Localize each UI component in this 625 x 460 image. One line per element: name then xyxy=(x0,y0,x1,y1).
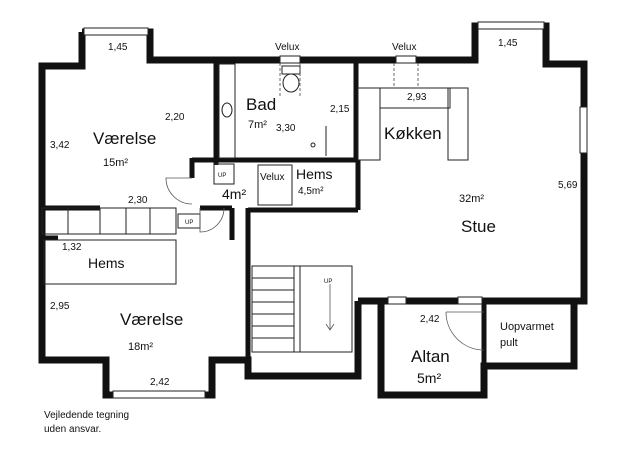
bathroom-fixtures xyxy=(218,63,327,159)
dim-window-top-left: 1,45 xyxy=(108,42,128,53)
room-name-uopvarmet-1: Uopvarmet xyxy=(500,321,554,333)
interior-walls xyxy=(42,60,487,376)
dim-bad-mid: 3,30 xyxy=(276,123,296,134)
velux-label-hall: Velux xyxy=(260,172,284,183)
dim-vaerelse-left: 3,42 xyxy=(50,140,70,151)
drain-icon xyxy=(310,142,316,148)
dim-vaerelse2-left: 2,95 xyxy=(50,301,70,312)
room-name-stue: Stue xyxy=(461,217,496,236)
door-vaerelse-top xyxy=(165,177,193,205)
room-labels: Værelse 15m² Bad 7m² 4m² Hems 4,5m² Køkk… xyxy=(88,95,554,386)
window-top-left xyxy=(83,27,149,36)
staircase: UP xyxy=(251,265,353,353)
toilet-icon xyxy=(282,73,300,93)
up-marker-2: UP xyxy=(185,220,193,226)
doors xyxy=(165,177,485,351)
sink-icon xyxy=(221,102,233,118)
room-name-vaerelse-top: Værelse xyxy=(93,129,156,148)
velux-label-bad: Velux xyxy=(275,42,299,53)
closet-strip xyxy=(41,207,177,235)
room-area-vaerelse-bottom: 18m² xyxy=(128,341,153,353)
window-stue-bottom-left xyxy=(387,296,407,305)
kitchen-unit xyxy=(357,87,381,161)
note-line-2: uden ansvar. xyxy=(44,424,101,435)
velux-hall-box xyxy=(257,164,293,206)
door-altan xyxy=(445,311,485,351)
up-marker-1: UP xyxy=(218,173,226,179)
kitchen-fixtures xyxy=(357,63,469,161)
dim-hems-left: 1,32 xyxy=(62,242,82,253)
dim-altan-top: 2,42 xyxy=(420,314,440,325)
dim-stue-right: 5,69 xyxy=(558,180,578,191)
velux-label-kitchen: Velux xyxy=(392,42,416,53)
room-name-uopvarmet-2: pult xyxy=(500,337,518,349)
hall-cabinet xyxy=(213,163,235,185)
dimension-labels: 1,45 1,45 2,20 3,30 2,15 3,42 2,30 1,32 … xyxy=(50,38,578,388)
windows xyxy=(83,21,588,399)
dim-bad-left: 2,20 xyxy=(165,112,185,123)
window-stue-bottom-right xyxy=(457,296,483,305)
velux-bad xyxy=(279,55,301,64)
toilet-tank xyxy=(281,65,301,75)
hems-left-area xyxy=(43,239,177,285)
velux-kitchen xyxy=(395,55,417,64)
dim-vaerelse-bottom-edge: 2,30 xyxy=(128,195,148,206)
window-right xyxy=(579,106,588,154)
note-line-1: Vejledende tegning xyxy=(44,410,129,421)
shower-area xyxy=(218,63,236,159)
room-area-stue: 32m² xyxy=(459,193,484,205)
room-area-altan: 5m² xyxy=(417,370,441,386)
room-name-hems-left: Hems xyxy=(88,255,125,271)
dim-window-bottom: 2,42 xyxy=(150,377,170,388)
dim-bad-right: 2,15 xyxy=(330,104,350,115)
room-area-vaerelse-top: 15m² xyxy=(103,157,128,169)
dim-window-top-right: 1,45 xyxy=(498,38,518,49)
room-name-kokken: Køkken xyxy=(384,124,442,143)
room-name-hems-small: Hems xyxy=(296,166,333,182)
room-name-vaerelse-bottom: Værelse xyxy=(120,310,183,329)
room-area-hems-small: 4,5m² xyxy=(298,186,324,197)
kitchen-counter-right xyxy=(447,87,469,161)
up-marker-3: UP xyxy=(324,279,332,285)
door-hall xyxy=(199,207,225,233)
room-area-hall: 4m² xyxy=(222,186,246,202)
room-area-bad: 7m² xyxy=(248,119,267,131)
window-bottom xyxy=(112,390,206,399)
room-name-bad: Bad xyxy=(246,95,276,114)
window-top-right xyxy=(477,21,545,30)
room-name-altan: Altan xyxy=(411,347,450,366)
velux-labels: Velux Velux Velux xyxy=(260,42,416,183)
dim-kitchen-counter: 2,93 xyxy=(407,92,427,103)
